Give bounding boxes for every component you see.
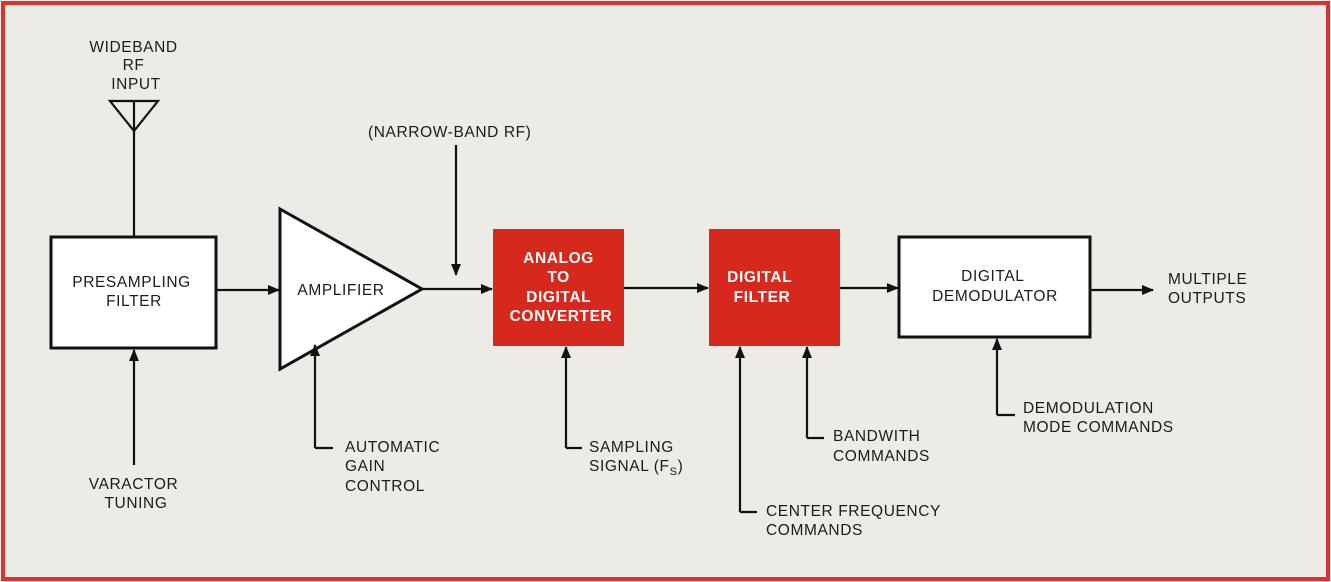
adc-block — [493, 229, 624, 346]
presampling-filter-block — [49, 235, 218, 350]
narrow-band-rf-label: (NARROW-BAND RF) — [368, 124, 531, 141]
demod-mode-label: DEMODULATION MODE COMMANDS — [1023, 400, 1174, 436]
bandwidth-label: BANDWITH COMMANDS — [833, 428, 930, 465]
antenna-icon — [107, 99, 161, 237]
digital-filter-block — [709, 229, 840, 346]
amplifier-block — [278, 206, 426, 372]
digital-demodulator-label: DIGITAL DEMODULATOR — [932, 268, 1058, 305]
digital-filter-label: DIGITAL FILTER — [727, 269, 797, 306]
agc-label: AUTOMATIC GAIN CONTROL — [345, 439, 445, 495]
digital-demodulator-block — [897, 235, 1092, 339]
presampling-filter-label: PRESAMPLING FILTER — [72, 274, 196, 310]
sampling-signal-label: SAMPLING SIGNAL (FS) — [589, 439, 683, 478]
amplifier-label: AMPLIFIER — [297, 282, 384, 299]
center-frequency-label: CENTER FREQUENCY COMMANDS — [766, 503, 946, 539]
antenna-label: WIDEBAND RF INPUT — [89, 39, 182, 93]
multiple-outputs-label: MULTIPLE OUTPUTS — [1168, 271, 1252, 307]
adc-label: ANALOG TO DIGITAL CONVERTER — [510, 250, 613, 325]
varactor-tuning-label: VARACTOR TUNING — [89, 476, 183, 512]
